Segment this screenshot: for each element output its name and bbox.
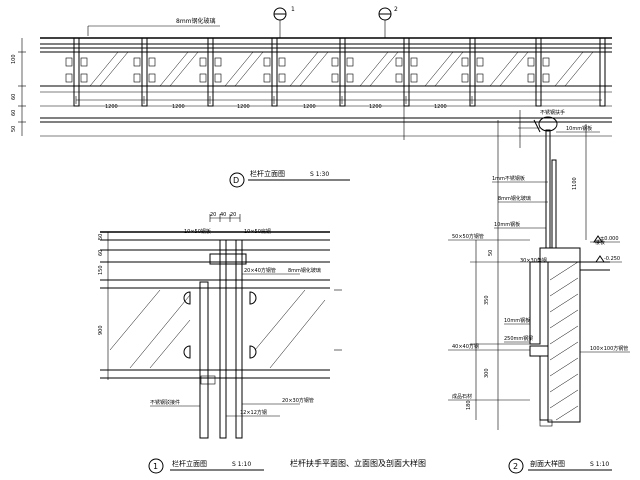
detail1-top-dim-1: 20 xyxy=(210,212,216,218)
glass-clamps xyxy=(65,57,550,83)
detail1-note-5: 不锈钢驳接件 xyxy=(150,399,180,406)
detail2-dim-v-3: 350 xyxy=(484,295,490,305)
detail2-note-8: 10mm钢板 xyxy=(504,317,530,324)
detail2-note-4: 8mm钢化玻璃 xyxy=(498,195,531,202)
detail2-note-13: 楼板 xyxy=(595,239,605,246)
detail1-number-circle xyxy=(148,458,164,474)
elev-bay-label-5: 1200 xyxy=(369,104,382,110)
detail-1-view: 20 40 20 50 60 150 900 10×50钢板 10×50扁钢 2… xyxy=(98,212,342,474)
detail2-dim-v-1: 1100 xyxy=(572,177,578,190)
detail2-dim-v-4: 300 xyxy=(484,368,490,378)
detail2-level-2: -0.250 xyxy=(604,256,620,262)
elev-bay-label-6: 1200 xyxy=(434,104,447,110)
detail1-top-dim-2: 40 xyxy=(220,212,226,218)
detail1-note-7: 20×30方钢管 xyxy=(282,397,314,404)
detail1-note-4: 8mm钢化玻璃 xyxy=(288,267,321,274)
detail2-note-1: 不锈钢扶手 xyxy=(540,109,565,116)
elev-bay-label-3: 1200 xyxy=(237,104,250,110)
detail1-dim-v-4: 900 xyxy=(98,325,104,335)
detail2-number-circle xyxy=(508,458,524,474)
detail1-dim-v-1: 50 xyxy=(98,234,104,240)
detail2-note-2: 10mm钢板 xyxy=(566,125,592,132)
detail2-note-3: 1mm不锈钢板 xyxy=(492,175,525,182)
elev-dim-v-2: 60 xyxy=(11,94,17,100)
detail2-note-7: 100×100方钢管 xyxy=(590,345,628,352)
detail-2-section-view: ±0.000 -0.250 1100 50 350 300 180 不锈钢扶手 … xyxy=(448,109,630,474)
detail2-title: 剖面大样图 xyxy=(530,459,565,468)
section-bubble-2: 2 xyxy=(394,6,398,13)
railing-posts xyxy=(73,37,606,107)
elev-bay-label-4: 1200 xyxy=(303,104,316,110)
elev-bay-label-1: 1200 xyxy=(105,104,118,110)
railing-elevation-view: 8mm钢化玻璃 1 2 100 60 60 50 1200 1200 1200 … xyxy=(11,6,612,188)
detail2-note-5: 10mm钢板 xyxy=(494,221,520,228)
detail2-note-11: 成品石材 xyxy=(452,393,472,400)
detail2-number: 2 xyxy=(513,462,518,471)
slab-hatch xyxy=(549,261,579,421)
elevation-view-number: D xyxy=(233,176,239,185)
detail1-note-2: 10×50扁钢 xyxy=(244,228,271,235)
elevation-view-title: 栏杆立面图 xyxy=(250,169,285,178)
elev-bay-label-2: 1200 xyxy=(172,104,185,110)
glass-hatch xyxy=(89,51,594,87)
detail1-number: 1 xyxy=(153,462,158,471)
elev-dim-v-3: 60 xyxy=(11,110,17,116)
detail2-note-6: 30×30角钢 xyxy=(520,257,547,264)
detail1-scale: S 1:10 xyxy=(232,461,251,468)
detail2-scale: S 1:10 xyxy=(590,461,609,468)
elevation-callout-glass: 8mm钢化玻璃 xyxy=(176,17,216,25)
detail2-note-12: 50×50方钢管 xyxy=(452,233,484,240)
detail2-note-9: 250mm钢梁 xyxy=(504,335,533,342)
detail2-dim-v-2: 50 xyxy=(488,250,494,256)
elev-dim-v-4: 50 xyxy=(11,126,17,132)
detail1-note-6: 12×12方钢 xyxy=(240,409,267,416)
detail1-note-3: 20×40方钢管 xyxy=(244,267,276,274)
elev-dim-v-1: 100 xyxy=(11,54,17,64)
detail1-note-1: 10×50钢板 xyxy=(184,228,211,235)
bay-dimension-line xyxy=(75,96,602,104)
sheet-caption: 栏杆扶手平面图、立面图及剖面大样图 xyxy=(290,458,426,468)
detail2-level-1: ±0.000 xyxy=(600,236,619,242)
section-bubble-1: 1 xyxy=(291,6,295,13)
detail2-note-10: 40×40方钢 xyxy=(452,343,479,350)
detail1-dim-v-2: 60 xyxy=(98,250,104,256)
detail2-dim-v-5: 180 xyxy=(466,400,472,410)
elevation-view-number-circle xyxy=(229,172,245,188)
detail1-dim-v-3: 150 xyxy=(98,265,104,275)
elevation-view-scale: S 1:30 xyxy=(310,171,329,178)
detail1-title: 栏杆立面图 xyxy=(172,459,207,468)
detail1-top-dim-3: 20 xyxy=(230,212,236,218)
